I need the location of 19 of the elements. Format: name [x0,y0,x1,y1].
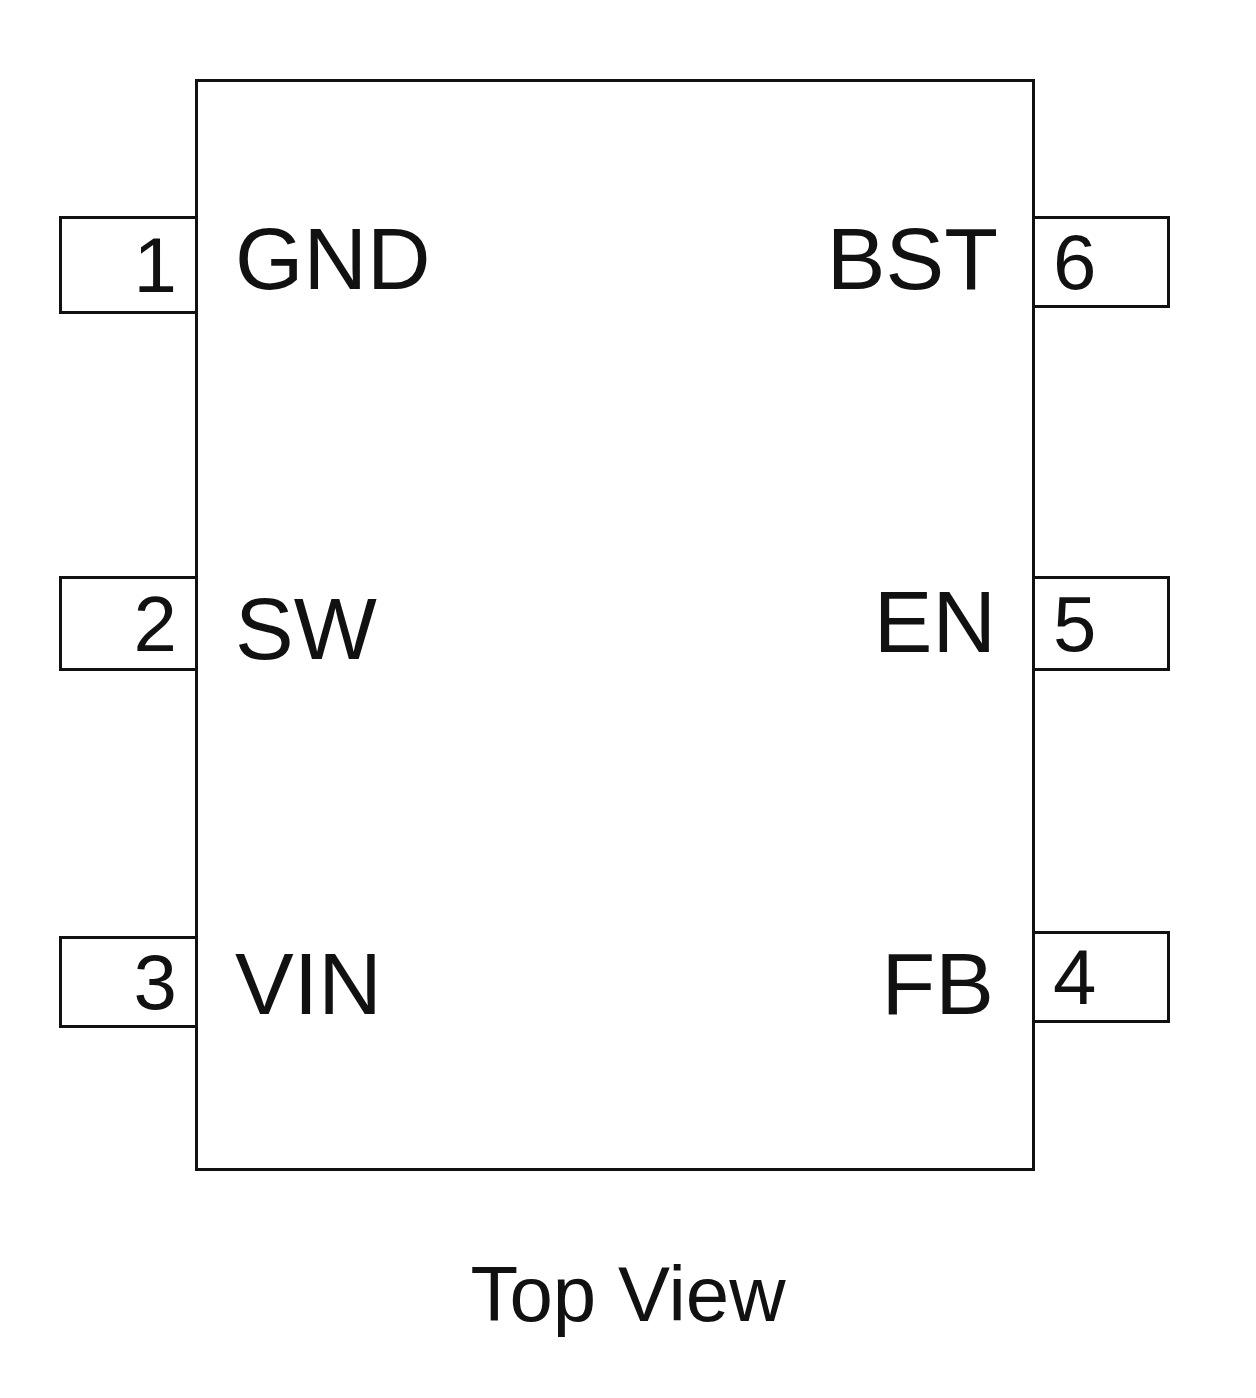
pin-pad [59,576,198,671]
pin-name: FB [881,940,994,1028]
pin-pad [1032,931,1170,1023]
pin-number: 4 [1053,938,1097,1016]
pin-pad [59,936,198,1028]
package-body [195,79,1035,1171]
pin-pad [1032,576,1170,671]
pin-name: GND [235,215,431,303]
pin-number: 1 [133,226,177,304]
pin-name: BST [826,215,998,303]
pin-pad [1032,216,1170,308]
pin-name: VIN [235,940,382,1028]
pin-name: SW [235,585,377,673]
pin-pad [59,216,198,314]
pin-number: 2 [133,584,177,663]
pin-number: 6 [1053,223,1097,301]
pin-number: 3 [133,943,177,1021]
pin-name: EN [873,578,996,666]
pin-number: 5 [1053,584,1097,663]
